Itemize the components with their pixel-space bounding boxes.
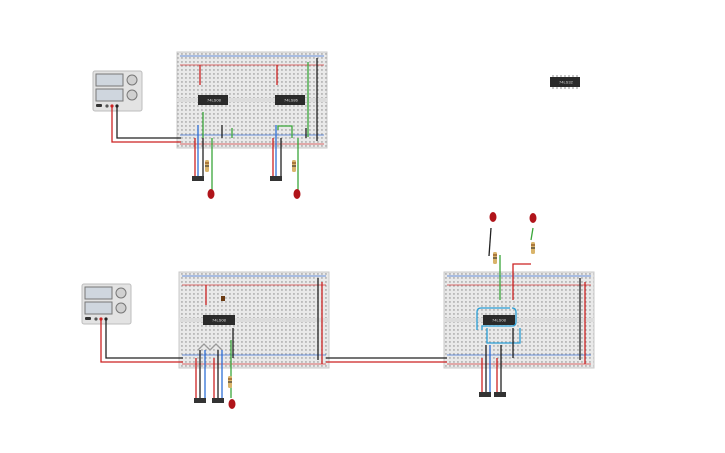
wires-bottom-left[interactable] — [100, 278, 447, 398]
wires-top[interactable] — [111, 58, 318, 190]
chip-label-top-right: 74LS86 — [284, 98, 299, 103]
power-supply-top[interactable] — [92, 70, 143, 112]
ic-chip-top-left[interactable]: 74LS08 — [198, 95, 228, 105]
chip-label-top-left: 74LS08 — [207, 98, 222, 103]
push-button-bottom-1[interactable] — [194, 398, 206, 403]
resistor-top-2 — [292, 160, 296, 172]
led-top-1[interactable] — [207, 189, 215, 199]
ic-chip-bottom-right[interactable]: 74LS08 — [483, 315, 515, 325]
power-supply-bottom[interactable] — [81, 283, 132, 325]
resistor-bottom-right-1 — [493, 252, 497, 264]
led-bottom-right-2[interactable] — [529, 213, 537, 223]
led-board-small[interactable] — [221, 296, 225, 301]
chip-label-bottom-right: 74LS08 — [492, 318, 507, 323]
chip-label-bottom-left: 74LS08 — [212, 318, 227, 323]
ic-chip-bottom-left[interactable]: 74LS08 — [203, 315, 235, 325]
push-button-top-2[interactable] — [270, 176, 282, 181]
breadboard-bottom-right[interactable] — [443, 271, 595, 369]
chip-label-loose: 74LS32 — [559, 80, 574, 85]
push-button-bottom-right-1[interactable] — [479, 392, 491, 397]
push-button-bottom-2[interactable] — [212, 398, 224, 403]
resistor-bottom-left — [228, 376, 232, 388]
wires-bottom-right[interactable] — [476, 227, 586, 392]
resistor-bottom-right-2 — [531, 242, 535, 254]
push-button-bottom-right-2[interactable] — [494, 392, 506, 397]
ic-chip-top-right[interactable]: 74LS86 — [275, 95, 305, 105]
led-top-2[interactable] — [293, 189, 301, 199]
led-bottom-left[interactable] — [228, 399, 236, 409]
breadboard-bottom-left[interactable] — [178, 271, 330, 369]
resistor-top-1 — [205, 160, 209, 172]
push-button-top-1[interactable] — [192, 176, 204, 181]
ic-chip-loose[interactable]: 74LS32 — [550, 75, 580, 89]
led-bottom-right-1[interactable] — [489, 212, 497, 222]
